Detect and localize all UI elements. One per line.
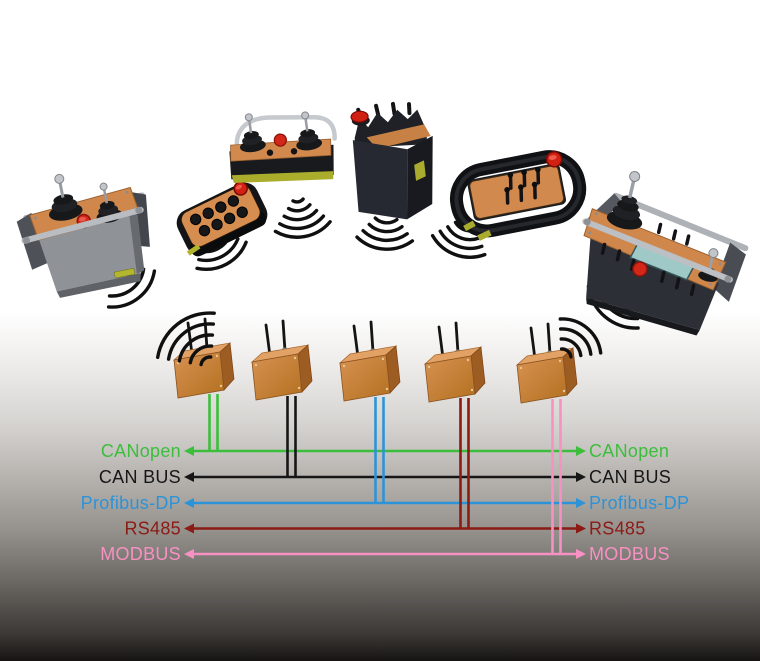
handlebar-toggle-transmitter-icon [449,150,587,241]
bus-label-canbus-left: CAN BUS [99,467,181,487]
bus-label-rs485-right: RS485 [589,519,646,539]
arrow-right-icon [576,523,586,534]
radio-receiver-icon [515,322,579,405]
vertical-lever-transmitter-icon [350,101,433,220]
bus-modbus: MODBUS MODBUS [100,399,670,564]
dual-joystick-waist-transmitter-icon [229,111,337,184]
arrow-right-icon [576,549,586,559]
bus-label-modbus-left: MODBUS [100,544,181,564]
bus-can-bus: CAN BUS CAN BUS [99,396,671,487]
arrow-right-icon [576,446,586,456]
arrow-left-icon [184,446,194,456]
bus-label-profibus-left: Profibus-DP [81,493,181,513]
radio-receiver-icon [423,321,487,404]
bus-profibus-dp: Profibus-DP Profibus-DP [81,397,689,513]
bus-rs485: RS485 RS485 [124,398,645,539]
radio-receiver-icon [338,320,402,403]
bus-label-rs485-left: RS485 [124,519,181,539]
arrow-left-icon [184,549,194,559]
dual-joystick-transmitter-icon [16,173,150,298]
bus-label-canopen-right: CANopen [589,441,669,461]
bus-label-canbus-right: CAN BUS [589,467,671,487]
joystick-display-transmitter-icon [582,170,749,336]
arrow-right-icon [576,498,586,508]
arrow-left-icon [184,498,194,508]
handheld-pushbutton-remote-icon [176,181,268,257]
bus-lines-layer: CANopen CANopen CAN BUS CAN BUS Profibus… [81,394,689,564]
arrow-left-icon [184,472,194,482]
arrow-left-icon [184,523,194,534]
bus-label-profibus-right: Profibus-DP [589,493,689,513]
bus-canopen: CANopen CANopen [101,394,669,461]
receivers-row [172,317,579,405]
bus-label-modbus-right: MODBUS [589,544,670,564]
arrow-right-icon [576,472,586,482]
radio-receiver-icon [250,319,314,402]
bus-label-canopen-left: CANopen [101,441,181,461]
